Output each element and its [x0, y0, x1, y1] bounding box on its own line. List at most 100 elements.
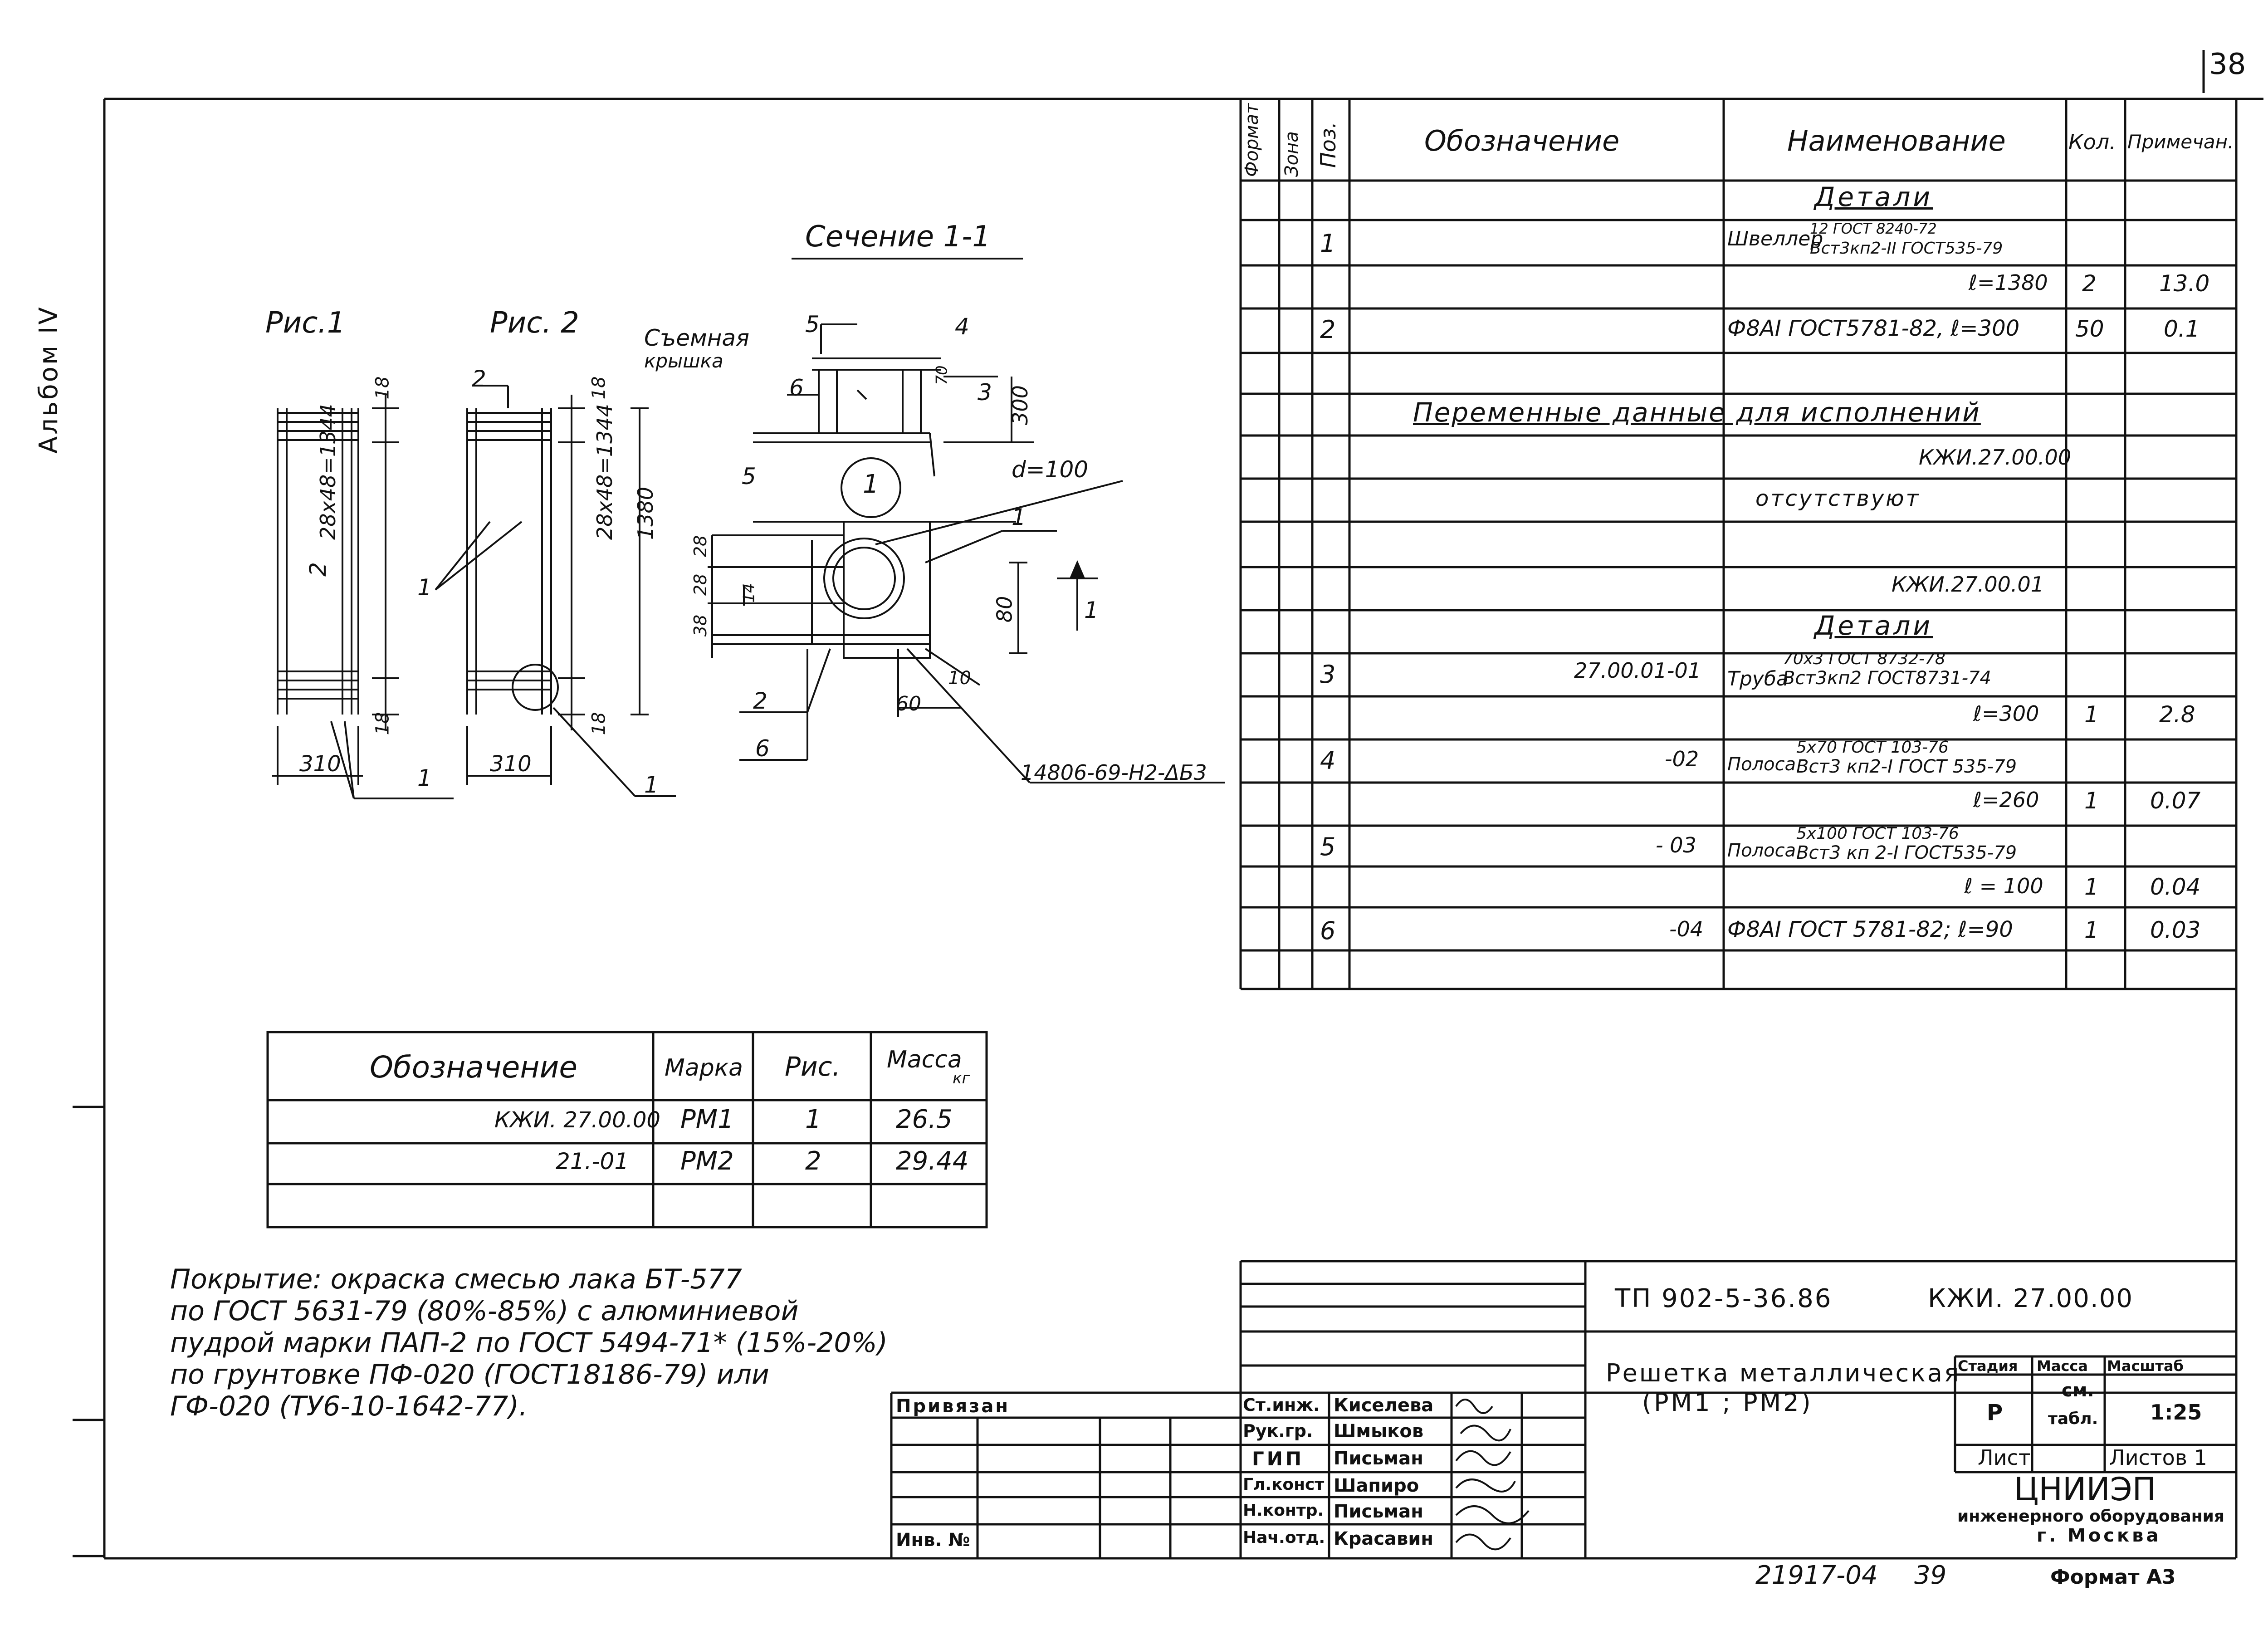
fig2-dim-top: 18	[588, 376, 610, 400]
org-line2: инженерного оборудования	[1957, 1507, 2225, 1526]
document-code: КЖИ. 27.00.00	[1928, 1284, 2133, 1313]
row1-note: 13.0	[2159, 270, 2210, 297]
note-line-5: ГФ-020 (ТУ6-10-1642-77).	[170, 1390, 528, 1422]
fig2-dim-width: 310	[490, 751, 532, 777]
row3-name: Труба	[1727, 667, 1789, 690]
signer-role: ГИП	[1252, 1448, 1305, 1470]
row3-pos: 3	[1320, 660, 1336, 689]
var2-code: КЖИ.27.00.01	[1892, 572, 2044, 597]
fig1-dim-top: 18	[372, 376, 393, 400]
section-cut-mark: 1	[1084, 597, 1099, 623]
note-line-1: Покрытие: окраска смесью лака БТ-577	[170, 1263, 742, 1295]
row6-name: Ф8АI ГОСТ 5781-82; ℓ=90	[1727, 917, 2013, 942]
fig1-drawing	[272, 395, 454, 799]
marks-header-mass: Масса	[887, 1046, 962, 1073]
section-pos5-top: 5	[805, 311, 820, 338]
fig2-leader-circle: 1	[644, 772, 659, 798]
section-pos4: 4	[955, 313, 969, 340]
row5-pos: 5	[1320, 832, 1336, 861]
row5-sup: 5x100 ГОСТ 103-76	[1796, 824, 1959, 843]
row4-note: 0.07	[2150, 788, 2201, 814]
marks-header-fig: Рис.	[785, 1051, 841, 1082]
row1-name: Швеллер	[1727, 227, 1823, 250]
fig2-drawing	[435, 385, 676, 797]
scale-header: Масштаб	[2107, 1357, 2184, 1375]
marks-row1-mark: РМ1	[680, 1105, 734, 1134]
section-pos1: 1	[1012, 504, 1026, 530]
spec-header-zone: Зона	[1281, 131, 1302, 177]
marks-row2-fig: 2	[805, 1146, 821, 1176]
note-line-3: пудрой марки ПАП-2 по ГОСТ 5494-71* (15%…	[170, 1327, 888, 1359]
row2-name: Ф8АI ГОСТ5781-82, ℓ=300	[1727, 316, 2020, 341]
section-dim-60: 60	[896, 692, 921, 715]
note-line-4: по грунтовке ПФ-020 (ГОСТ18186-79) или	[170, 1359, 769, 1390]
stage-value: Р	[1987, 1400, 2003, 1425]
fig2-dim-total: 1380	[633, 486, 658, 540]
row6-pos: 6	[1320, 916, 1336, 945]
page-number: 38	[2209, 48, 2246, 81]
row3-sup: 70x3 ГОСТ 8732-78	[1783, 650, 1945, 668]
row3-sub: Вст3кп2 ГОСТ8731-74	[1783, 668, 1991, 689]
signatures	[1455, 1399, 1530, 1551]
fig1-title: Рис.1	[265, 306, 346, 340]
signer-role: Н.контр.	[1243, 1501, 1324, 1520]
section-dim-10: 10	[948, 668, 971, 689]
format-label: Формат А3	[2050, 1566, 2176, 1589]
row6-qty: 1	[2084, 917, 2099, 943]
row2-note: 0.1	[2164, 316, 2200, 342]
section-pos6-top: 6	[789, 375, 804, 401]
row1-sup: 12 ГОСТ 8240-72	[1810, 220, 1937, 237]
spec-header-format: Формат	[1242, 103, 1262, 177]
signer-name: Шапиро	[1334, 1475, 1419, 1496]
row6-designation: -04	[1669, 917, 1704, 941]
row4-pos: 4	[1320, 746, 1336, 775]
row4-name: Полоса	[1727, 754, 1796, 775]
section-dim-70: 70	[933, 365, 951, 385]
fig2-bar-label: 2	[472, 366, 486, 392]
sheet-label: Лист	[1978, 1445, 2031, 1470]
spec-section-details-2: Детали	[1814, 610, 1933, 641]
row4-len: ℓ=260	[1973, 788, 2039, 812]
scale-value: 1:25	[2150, 1400, 2202, 1424]
section-pos5-mid: 5	[742, 463, 756, 489]
spec-header-designation: Обозначение	[1424, 124, 1620, 157]
sheet-number: 39	[1914, 1561, 1947, 1590]
section-dim-300: 300	[1007, 385, 1032, 425]
var1-code: КЖИ.27.00.00	[1919, 445, 2072, 470]
section-circle-pos: 1	[863, 470, 879, 499]
row1-pos: 1	[1320, 229, 1336, 258]
fig1-dim-vertical: 28x48=1344	[316, 404, 340, 540]
row2-qty: 50	[2075, 316, 2104, 342]
row5-len: ℓ = 100	[1964, 874, 2043, 898]
bound-label: Привязан	[896, 1396, 1010, 1417]
project-number: ТП 902-5-36.86	[1615, 1284, 1833, 1313]
row4-sub: Вст3 кп2-I ГОСТ 535-79	[1796, 756, 2017, 777]
row6-note: 0.03	[2150, 917, 2201, 943]
section-dim-14: 14	[740, 583, 758, 603]
row1-len: ℓ=1380	[1969, 270, 2048, 295]
fig1-dim-bottom: 18	[372, 712, 393, 735]
marks-row2-mass: 29.44	[896, 1146, 969, 1176]
marks-header-designation: Обозначение	[370, 1050, 577, 1085]
cover-label-2: крышка	[644, 350, 723, 372]
fig2-leader-left: 1	[417, 574, 432, 601]
section-pos3: 3	[978, 379, 992, 406]
archive-number: 21917-04	[1755, 1561, 1878, 1590]
cover-label-1: Съемная	[644, 325, 750, 351]
section-dim-38: 38	[690, 614, 711, 637]
marks-row2-mark: РМ2	[680, 1146, 734, 1176]
fig1-leader: 1	[417, 765, 432, 791]
row5-sub: Вст3 кп 2-I ГОСТ535-79	[1796, 842, 2017, 863]
row5-qty: 1	[2084, 874, 2099, 900]
drawing-title-line1: Решетка металлическая	[1606, 1359, 1961, 1387]
marks-header-mass-unit: кг	[953, 1069, 970, 1087]
mass-header: Масса	[2037, 1357, 2088, 1375]
var1-text: отсутствуют	[1755, 486, 1921, 511]
marks-row2-designation: 21.-01	[556, 1148, 629, 1175]
row3-note: 2.8	[2159, 701, 2195, 728]
signer-name: Красавин	[1334, 1528, 1433, 1549]
row3-len: ℓ=300	[1973, 701, 2039, 726]
spec-header-qty: Кол.	[2068, 130, 2116, 154]
side-label: Альбом IV	[34, 305, 64, 454]
section-dim-28a: 28	[690, 535, 711, 558]
